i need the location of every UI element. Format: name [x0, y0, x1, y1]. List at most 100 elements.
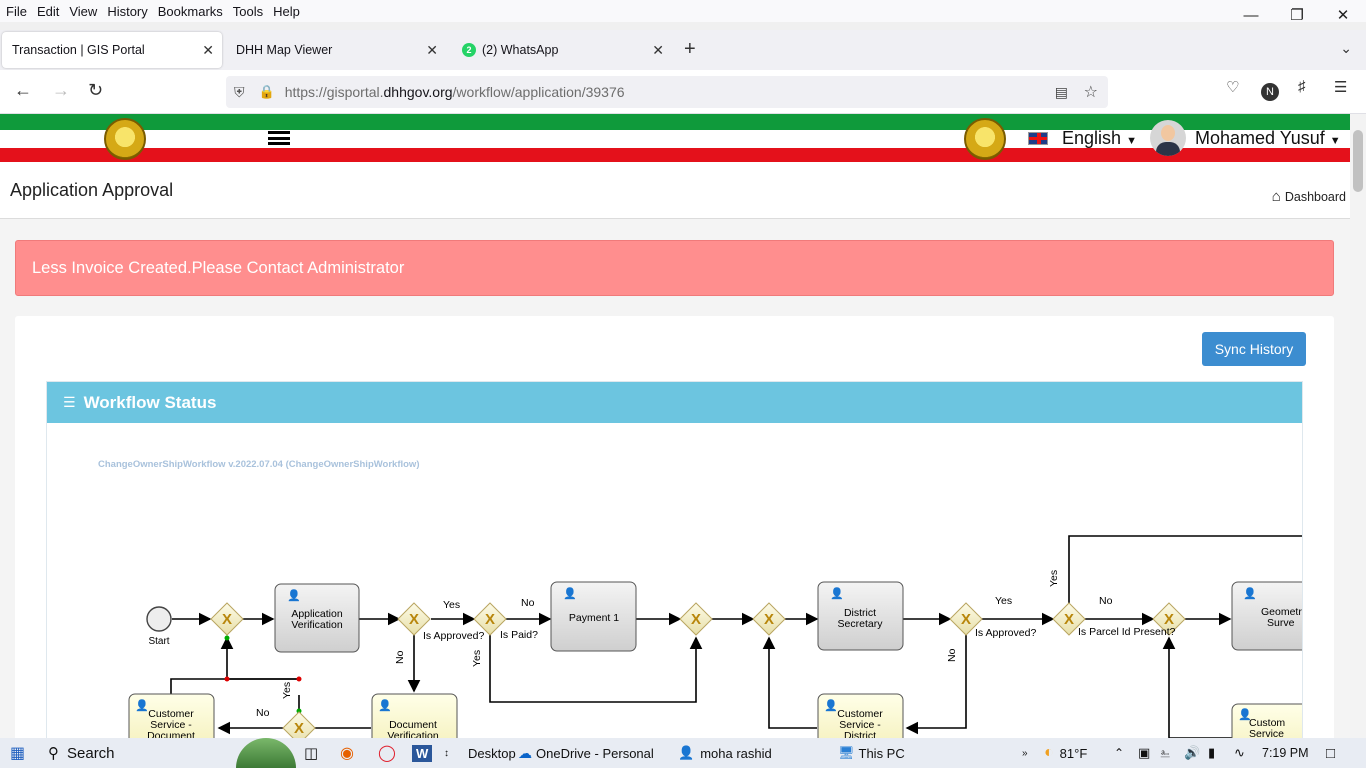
taskbar-user[interactable]: 👤moha rashid: [678, 745, 772, 761]
extensions-puzzle-icon[interactable]: ♯: [1298, 78, 1306, 95]
notification-icon[interactable]: □: [1326, 744, 1336, 762]
svg-text:District: District: [844, 607, 876, 619]
tray-app-icon[interactable]: ▣: [1138, 745, 1151, 760]
start-label: Start: [148, 636, 169, 647]
home-icon: ⌂: [1271, 188, 1281, 205]
user-dropdown[interactable]: Mohamed Yusuf ▼: [1195, 128, 1341, 148]
network-icon[interactable]: ⎁: [1160, 745, 1171, 760]
task-document-verification[interactable]: 👤 Document Verification: [371, 693, 458, 738]
windows-start-icon[interactable]: ▦: [10, 745, 26, 762]
sidebar-toggle-icon[interactable]: [268, 131, 290, 145]
avatar[interactable]: [1150, 120, 1186, 156]
gateways: X X X X X X X X X: [210, 602, 1186, 738]
url-text: https://gisportal.dhhgov.org/workflow/ap…: [284, 84, 625, 100]
shield-icon[interactable]: ⛨: [234, 83, 245, 100]
menu-tools[interactable]: Tools: [232, 3, 264, 19]
task-customer-service-right[interactable]: 👤 Custom Service: [1231, 703, 1303, 738]
close-tab-icon[interactable]: ✕: [426, 41, 438, 58]
new-tab-icon[interactable]: +: [684, 38, 696, 60]
breadcrumb-dashboard[interactable]: Dashboard: [1284, 189, 1346, 204]
list-tabs-chevron-icon[interactable]: ⌄: [1340, 40, 1352, 56]
task-district-secretary[interactable]: 👤 District Secretary: [817, 581, 904, 651]
volume-icon[interactable]: 🔊: [1184, 745, 1201, 760]
svg-text:Verification: Verification: [387, 730, 439, 738]
svg-text:X: X: [1164, 611, 1174, 628]
battery-icon[interactable]: ▮: [1208, 745, 1216, 760]
hamburger-menu-icon[interactable]: ☰: [1334, 79, 1348, 96]
opera-icon[interactable]: ◯: [378, 745, 396, 762]
task-payment[interactable]: 👤 Payment 1: [550, 581, 637, 652]
svg-text:X: X: [764, 611, 774, 628]
tab-label: (2) WhatsApp: [482, 43, 559, 57]
taskbar-onedrive[interactable]: ☁OneDrive - Personal: [518, 744, 654, 761]
taskbar-search[interactable]: ⚲Search: [48, 744, 115, 763]
page-title-bar: Application Approval ⌂ Dashboard: [0, 162, 1350, 219]
tab-gis-portal[interactable]: Transaction | GIS Portal ✕: [2, 32, 222, 68]
menu-view[interactable]: View: [69, 3, 98, 19]
task-customer-service-district[interactable]: 👤 Customer Service - District: [817, 693, 904, 738]
lock-icon[interactable]: 🔒: [258, 84, 275, 99]
sync-history-button[interactable]: Sync History: [1202, 332, 1306, 366]
yes-label: Yes: [1048, 570, 1060, 587]
menu-history[interactable]: History: [107, 3, 148, 19]
svg-text:👤: 👤: [378, 699, 392, 712]
svg-text:Surve: Surve: [1267, 617, 1295, 629]
menu-bookmarks[interactable]: Bookmarks: [157, 3, 223, 19]
svg-text:Document: Document: [389, 719, 437, 731]
tab-whatsapp[interactable]: 2 (2) WhatsApp ✕: [452, 32, 672, 68]
yes-label: Yes: [443, 599, 460, 611]
extension-n-icon[interactable]: N: [1261, 83, 1279, 101]
uk-flag-icon: [1028, 132, 1048, 145]
back-arrow-icon[interactable]: ←: [14, 80, 32, 100]
close-window-icon[interactable]: ✕: [1336, 7, 1350, 24]
language-dropdown[interactable]: English ▼: [1062, 128, 1137, 148]
workflow-diagram: Start X X X X X X X X X 👤 Appli: [128, 535, 1303, 738]
task-customer-service-document[interactable]: 👤 Customer Service - Document: [128, 693, 215, 738]
yes-label: Yes: [281, 682, 293, 699]
weather-widget[interactable]: ◐81°F: [1044, 744, 1088, 761]
bookmark-star-icon[interactable]: ☆: [1083, 84, 1098, 101]
overflow-chevron-icon[interactable]: »: [1022, 747, 1028, 759]
toolbar-expand-icon[interactable]: ↕: [444, 747, 449, 759]
page-scrollbar[interactable]: [1350, 114, 1366, 738]
word-icon[interactable]: W: [412, 738, 433, 768]
firefox-icon[interactable]: ◉: [340, 745, 354, 762]
pocket-icon[interactable]: ♡: [1226, 79, 1240, 96]
menu-file[interactable]: File: [6, 3, 27, 19]
taskbar-clock[interactable]: 7:19 PM: [1262, 746, 1309, 760]
no-label: No: [521, 597, 535, 609]
tab-bar: Transaction | GIS Portal ✕ DHH Map Viewe…: [0, 30, 1366, 70]
search-highlight-image: [236, 738, 296, 768]
taskbar-this-pc[interactable]: 🖥This PC: [838, 745, 905, 761]
computer-icon: 🖥: [838, 745, 855, 760]
menu-bar: File Edit View History Bookmarks Tools H…: [0, 0, 1366, 22]
scrollbar-thumb[interactable]: [1353, 130, 1363, 192]
url-bar[interactable]: ⛨ 🔒 https://gisportal.dhhgov.org/workflo…: [226, 76, 1108, 108]
task-geometric-survey[interactable]: 👤 Geometr Surve: [1231, 581, 1303, 651]
taskbar-desktop[interactable]: Desktop: [468, 745, 516, 761]
svg-text:X: X: [409, 611, 419, 628]
restore-icon[interactable]: ❐: [1290, 7, 1304, 24]
navigation-bar: ← → ↻ ⛨ 🔒 https://gisportal.dhhgov.org/w…: [0, 70, 1366, 114]
reader-view-icon[interactable]: ▤: [1054, 83, 1068, 100]
svg-text:Geometr: Geometr: [1261, 606, 1302, 618]
task-application-verification[interactable]: 👤 Application Verification: [274, 583, 360, 653]
svg-text:Document: Document: [147, 730, 195, 738]
reload-icon[interactable]: ↻: [88, 80, 104, 100]
cloud-icon: ☁: [518, 744, 532, 761]
tray-chevron-up-icon[interactable]: ⌃: [1114, 746, 1125, 760]
svg-text:Secretary: Secretary: [838, 618, 884, 630]
menu-help[interactable]: Help: [273, 3, 300, 19]
close-tab-icon[interactable]: ✕: [652, 41, 664, 58]
close-tab-icon[interactable]: ✕: [202, 41, 214, 58]
svg-text:👤: 👤: [824, 699, 838, 712]
wifi-icon[interactable]: ∿: [1234, 745, 1245, 760]
person-icon: 👤: [678, 745, 695, 760]
svg-text:Service -: Service -: [839, 719, 881, 731]
tab-map-viewer[interactable]: DHH Map Viewer ✕: [226, 32, 446, 68]
forward-arrow-icon[interactable]: →: [52, 80, 70, 100]
menu-edit[interactable]: Edit: [36, 3, 60, 19]
minimize-icon[interactable]: —: [1243, 6, 1259, 24]
svg-text:Service -: Service -: [150, 719, 192, 731]
task-view-icon[interactable]: ◫: [304, 745, 319, 762]
